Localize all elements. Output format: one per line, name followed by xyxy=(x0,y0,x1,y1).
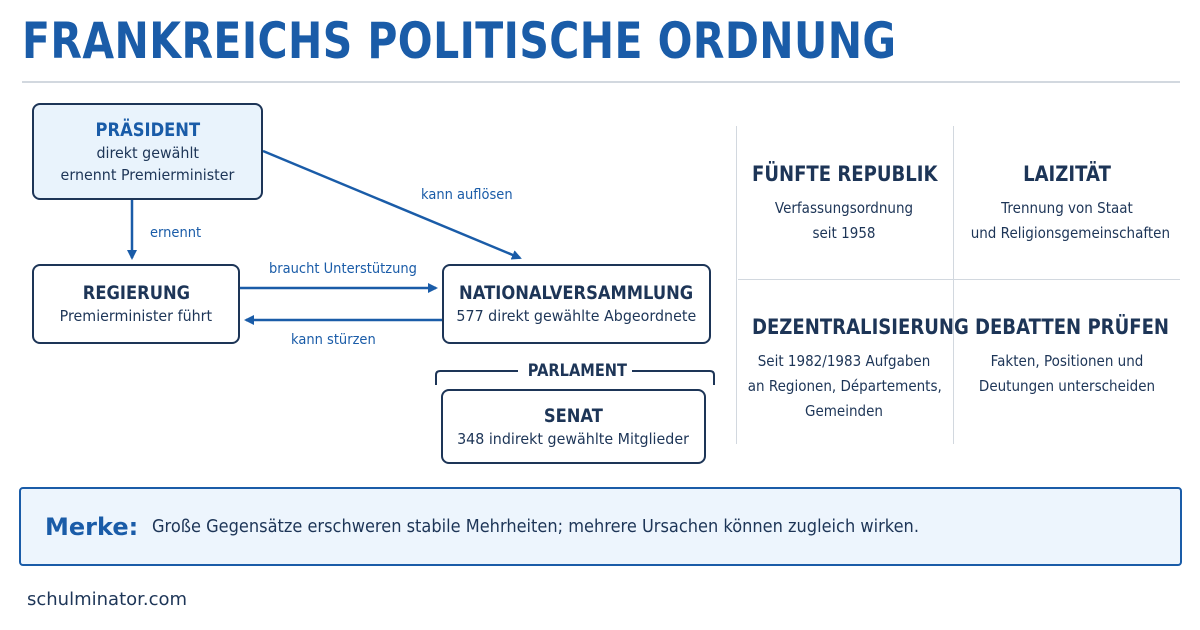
parliament-label: PARLAMENT xyxy=(527,361,628,381)
fact-line: Fakten, Positionen und xyxy=(990,352,1144,370)
fact-title: LAIZITÄT xyxy=(1023,162,1111,186)
title-divider xyxy=(22,81,1180,83)
fact-line: an Regionen, Départements, xyxy=(747,377,942,395)
node-government: REGIERUNG Premierminister führt xyxy=(32,264,240,344)
fact-line: Gemeinden xyxy=(805,402,883,420)
node-national-assembly-line: 577 direkt gewählte Abgeordnete xyxy=(456,307,697,325)
edge-label-needs-support: braucht Unterstützung xyxy=(269,261,417,277)
node-president-line: direkt gewählt xyxy=(96,143,199,162)
footer-site: schulminator.com xyxy=(27,589,188,610)
fact-line: Trennung von Staat xyxy=(1001,199,1133,217)
node-national-assembly: NATIONALVERSAMMLUNG 577 direkt gewählte … xyxy=(442,264,711,344)
fact-title: FÜNFTE REPUBLIK xyxy=(751,162,938,186)
node-senate-line: 348 indirekt gewählte Mitglieder xyxy=(457,429,690,448)
fact-line: Seit 1982/1983 Aufgaben xyxy=(757,352,931,370)
edge-label-can-topple: kann stürzen xyxy=(291,332,376,348)
fact-line: Verfassungsordnung xyxy=(774,199,914,217)
node-senate: SENAT 348 indirekt gewählte Mitglieder xyxy=(441,389,706,464)
fact-card: DEBATTEN PRÜFEN Fakten, Positionen und D… xyxy=(960,313,1174,399)
fact-card: FÜNFTE REPUBLIK Verfassungsordnung seit … xyxy=(737,160,951,246)
node-national-assembly-title: NATIONALVERSAMMLUNG xyxy=(459,282,694,304)
fact-title: DEZENTRALISIERUNG xyxy=(751,315,969,339)
grid-divider xyxy=(736,126,737,444)
node-president: PRÄSIDENT direkt gewählt ernennt Premier… xyxy=(32,103,263,200)
page-title: FRANKREICHS POLITISCHE ORDNUNG xyxy=(22,12,897,70)
arrow-president-to-assembly xyxy=(262,149,522,260)
fact-card: DEZENTRALISIERUNG Seit 1982/1983 Aufgabe… xyxy=(737,313,969,424)
node-government-title: REGIERUNG xyxy=(82,282,190,304)
edge-label-can-dissolve: kann auflösen xyxy=(421,187,513,203)
node-senate-title: SENAT xyxy=(543,404,604,427)
node-president-line: ernennt Premierminister xyxy=(60,165,235,184)
grid-divider xyxy=(953,126,954,444)
node-president-title: PRÄSIDENT xyxy=(95,118,200,141)
parliament-bracket xyxy=(435,370,715,385)
fact-card: LAIZITÄT Trennung von Staat und Religion… xyxy=(960,160,1174,246)
fact-line: und Religionsgemeinschaften xyxy=(970,224,1171,242)
fact-title: DEBATTEN PRÜFEN xyxy=(974,315,1170,339)
grid-divider xyxy=(738,279,1180,280)
fact-line: seit 1958 xyxy=(812,224,876,242)
node-government-line: Premierminister führt xyxy=(59,307,213,325)
note-text: Große Gegensätze erschweren stabile Mehr… xyxy=(152,516,920,537)
edge-label-appoints: ernennt xyxy=(150,225,202,241)
note-label: Merke: xyxy=(45,512,139,541)
fact-line: Deutungen unterscheiden xyxy=(978,377,1156,395)
note-box: Merke: Große Gegensätze erschweren stabi… xyxy=(19,487,1182,566)
